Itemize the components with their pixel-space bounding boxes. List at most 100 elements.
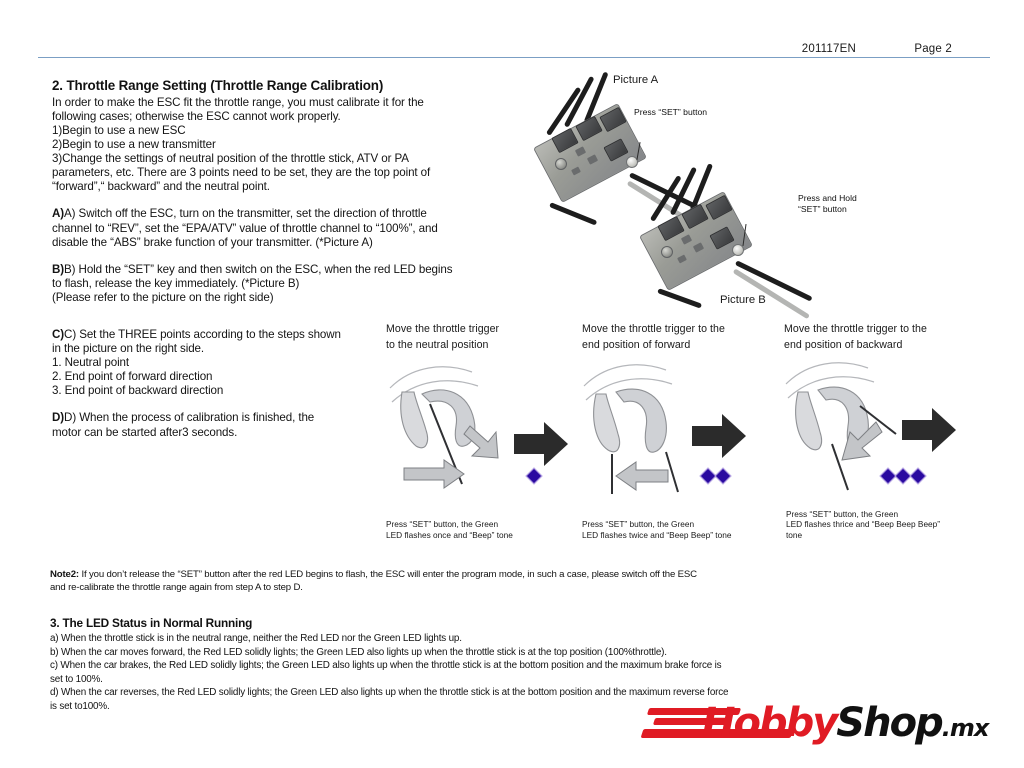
- throttle-step-panel-2: Move the throttle trigger to the end pos…: [582, 322, 784, 546]
- step-a-line: channel to “REV”, set the “EPA/ATV” valu…: [52, 221, 438, 235]
- panel-1-caption-line2: to the neutral position: [386, 338, 489, 351]
- trigger-forward-drawing: [583, 364, 746, 494]
- grey-arrow-down: [463, 425, 499, 459]
- panel-2-footer-line1: Press “SET” button, the Green: [582, 519, 695, 529]
- logo-wordmark: HobbyShop.mx: [702, 700, 990, 746]
- grey-arrow-up-left: [841, 421, 883, 461]
- intro-line: following cases; otherwise the ESC canno…: [52, 109, 341, 123]
- step-d-line: motor can be started after3 seconds.: [52, 425, 238, 439]
- section-3-line: is set to100%.: [50, 700, 110, 712]
- intro-line: “forward”,“ backward” and the neutral po…: [52, 180, 270, 194]
- esc-board-picture-b: [632, 163, 842, 320]
- panel-2-footer-line2: LED flashes twice and “Beep Beep” tone: [582, 529, 732, 540]
- throttle-steps-figure: Move the throttle trigger to the neutral…: [386, 322, 994, 546]
- step-c-label: C): [52, 327, 65, 341]
- esc-board-picture-a: [514, 71, 714, 236]
- logo-hobby-text: Hobby: [702, 700, 838, 746]
- trigger-shape: [421, 389, 476, 447]
- hobbyshop-logo: HobbyShop.mx: [640, 700, 1000, 750]
- note2-line2: and re-calibrate the throttle range agai…: [50, 582, 303, 594]
- intro-line: 2)Begin to use a new transmitter: [52, 138, 216, 152]
- step-a-label: A): [52, 207, 65, 221]
- header-divider: [38, 57, 990, 58]
- callout-b-line1: Press and Hold: [798, 193, 857, 203]
- step-d-line: D)D) When the process of calibration is …: [52, 411, 492, 425]
- panel-3-footer: Press “SET” button, the Green LED flashe…: [786, 509, 996, 541]
- panel-3-caption: Move the throttle trigger to the end pos…: [784, 322, 994, 353]
- esc-photo-figure: Picture A Picture B Press “SET” button P…: [508, 62, 908, 320]
- step-c-line: 2. End point of forward direction: [52, 370, 213, 384]
- page-number: Page 2: [914, 43, 952, 55]
- step-b-line: B)B) Hold the “SET” key and then switch …: [52, 263, 492, 277]
- hand-shape: [593, 393, 621, 453]
- pivot-line-2: [665, 451, 679, 493]
- panel-1-footer-line2: LED flashes once and “Beep” tone: [386, 529, 513, 540]
- note2-text1: If you don’t release the “SET” button af…: [78, 569, 697, 580]
- esc-wire: [549, 202, 598, 226]
- pivot-line-2: [831, 443, 849, 491]
- step-d-label: D): [52, 411, 65, 425]
- throttle-step-panel-3: Move the throttle trigger to the end pos…: [784, 322, 994, 546]
- note2-label: Note2:: [50, 569, 79, 580]
- panel-2-caption: Move the throttle trigger to the end pos…: [582, 322, 784, 353]
- picture-a-label: Picture A: [613, 74, 659, 86]
- trigger-neutral-drawing: [389, 366, 568, 489]
- led-diamond: [714, 467, 732, 485]
- panel-1-caption-line1: Move the throttle trigger: [386, 323, 500, 335]
- callout-b-line2: “SET” button: [798, 203, 847, 214]
- led-diamond: [525, 467, 543, 485]
- trigger-backward-drawing: [785, 362, 956, 491]
- panel-3-footer-line2: LED flashes thrice and “Beep Beep Beep”: [786, 519, 941, 529]
- panel-2-footer: Press “SET” button, the Green LED flashe…: [582, 519, 784, 540]
- set-button-picture-b[interactable]: [732, 244, 744, 256]
- pivot-line: [859, 405, 897, 435]
- section-3-title: 3. The LED Status in Normal Running: [50, 616, 253, 630]
- intro-line: In order to make the ESC fit the throttl…: [52, 95, 424, 109]
- black-arrow-right: [514, 422, 568, 466]
- spacer: [52, 250, 492, 263]
- step-a-text: A) Switch off the ESC, turn on the trans…: [64, 207, 427, 221]
- callout-press-hold-set: Press and Hold “SET” button: [798, 193, 857, 214]
- intro-line: parameters, etc. There are 3 points need…: [52, 166, 431, 180]
- section-3-line: c) When the car brakes, the Red LED soli…: [50, 660, 722, 672]
- throttle-step-panel-1: Move the throttle trigger to the neutral…: [386, 322, 582, 546]
- section-3-line: set to 100%.: [50, 673, 103, 685]
- capacitor: [661, 246, 673, 258]
- esc-wire: [657, 288, 703, 309]
- section-3-line: a) When the throttle stick is in the neu…: [50, 633, 462, 644]
- set-button-picture-a[interactable]: [626, 156, 638, 168]
- panel-2-illustration: [582, 358, 784, 498]
- step-a-line: A)A) Switch off the ESC, turn on the tra…: [52, 207, 492, 221]
- callout-press-set: Press “SET” button: [634, 107, 708, 117]
- hand-shape: [400, 391, 429, 449]
- led-diamond: [909, 467, 927, 485]
- panel-3-illustration: [784, 358, 994, 498]
- section-2-title: 2. Throttle Range Setting (Throttle Rang…: [52, 78, 384, 93]
- step-c-line: 1. Neutral point: [52, 356, 130, 370]
- section-3-line: b) When the car moves forward, the Red L…: [50, 646, 667, 658]
- note2-line1: Note2: If you don’t release the “SET” bu…: [50, 568, 980, 581]
- step-d-text: D) When the process of calibration is fi…: [64, 411, 315, 425]
- logo-shop-text: Shop: [836, 700, 943, 746]
- panel-3-led-indicators: [879, 467, 927, 485]
- capacitor: [555, 158, 567, 170]
- trigger-shape: [615, 388, 667, 453]
- logo-mx-text: .mx: [941, 714, 990, 742]
- panel-2-led-indicators: [699, 467, 732, 485]
- panel-2-caption-line2: end position of forward: [582, 338, 691, 351]
- step-a-line: disable the “ABS” brake function of your…: [52, 235, 373, 249]
- step-c-text: C) Set the THREE points according to the…: [64, 327, 341, 341]
- panel-1-led-indicators: [525, 467, 543, 485]
- note2-block: Note2: If you don’t release the “SET” bu…: [50, 568, 980, 594]
- section-3-line: d) When the car reverses, the Red LED so…: [50, 687, 729, 699]
- panel-1-footer: Press “SET” button, the Green LED flashe…: [386, 519, 582, 540]
- grey-arrow-right: [403, 459, 465, 489]
- intro-line: 1)Begin to use a new ESC: [52, 123, 186, 137]
- step-b-label: B): [52, 262, 65, 276]
- panel-3-caption-line1: Move the throttle trigger to the: [784, 323, 927, 335]
- page-header: 201117EN Page 2: [38, 34, 990, 58]
- panel-3-footer-line1: Press “SET” button, the Green: [786, 508, 899, 519]
- step-b-line: to flash, release the key immediately. (…: [52, 276, 300, 290]
- grey-arrow-left: [615, 461, 669, 491]
- panel-1-illustration: [386, 358, 582, 498]
